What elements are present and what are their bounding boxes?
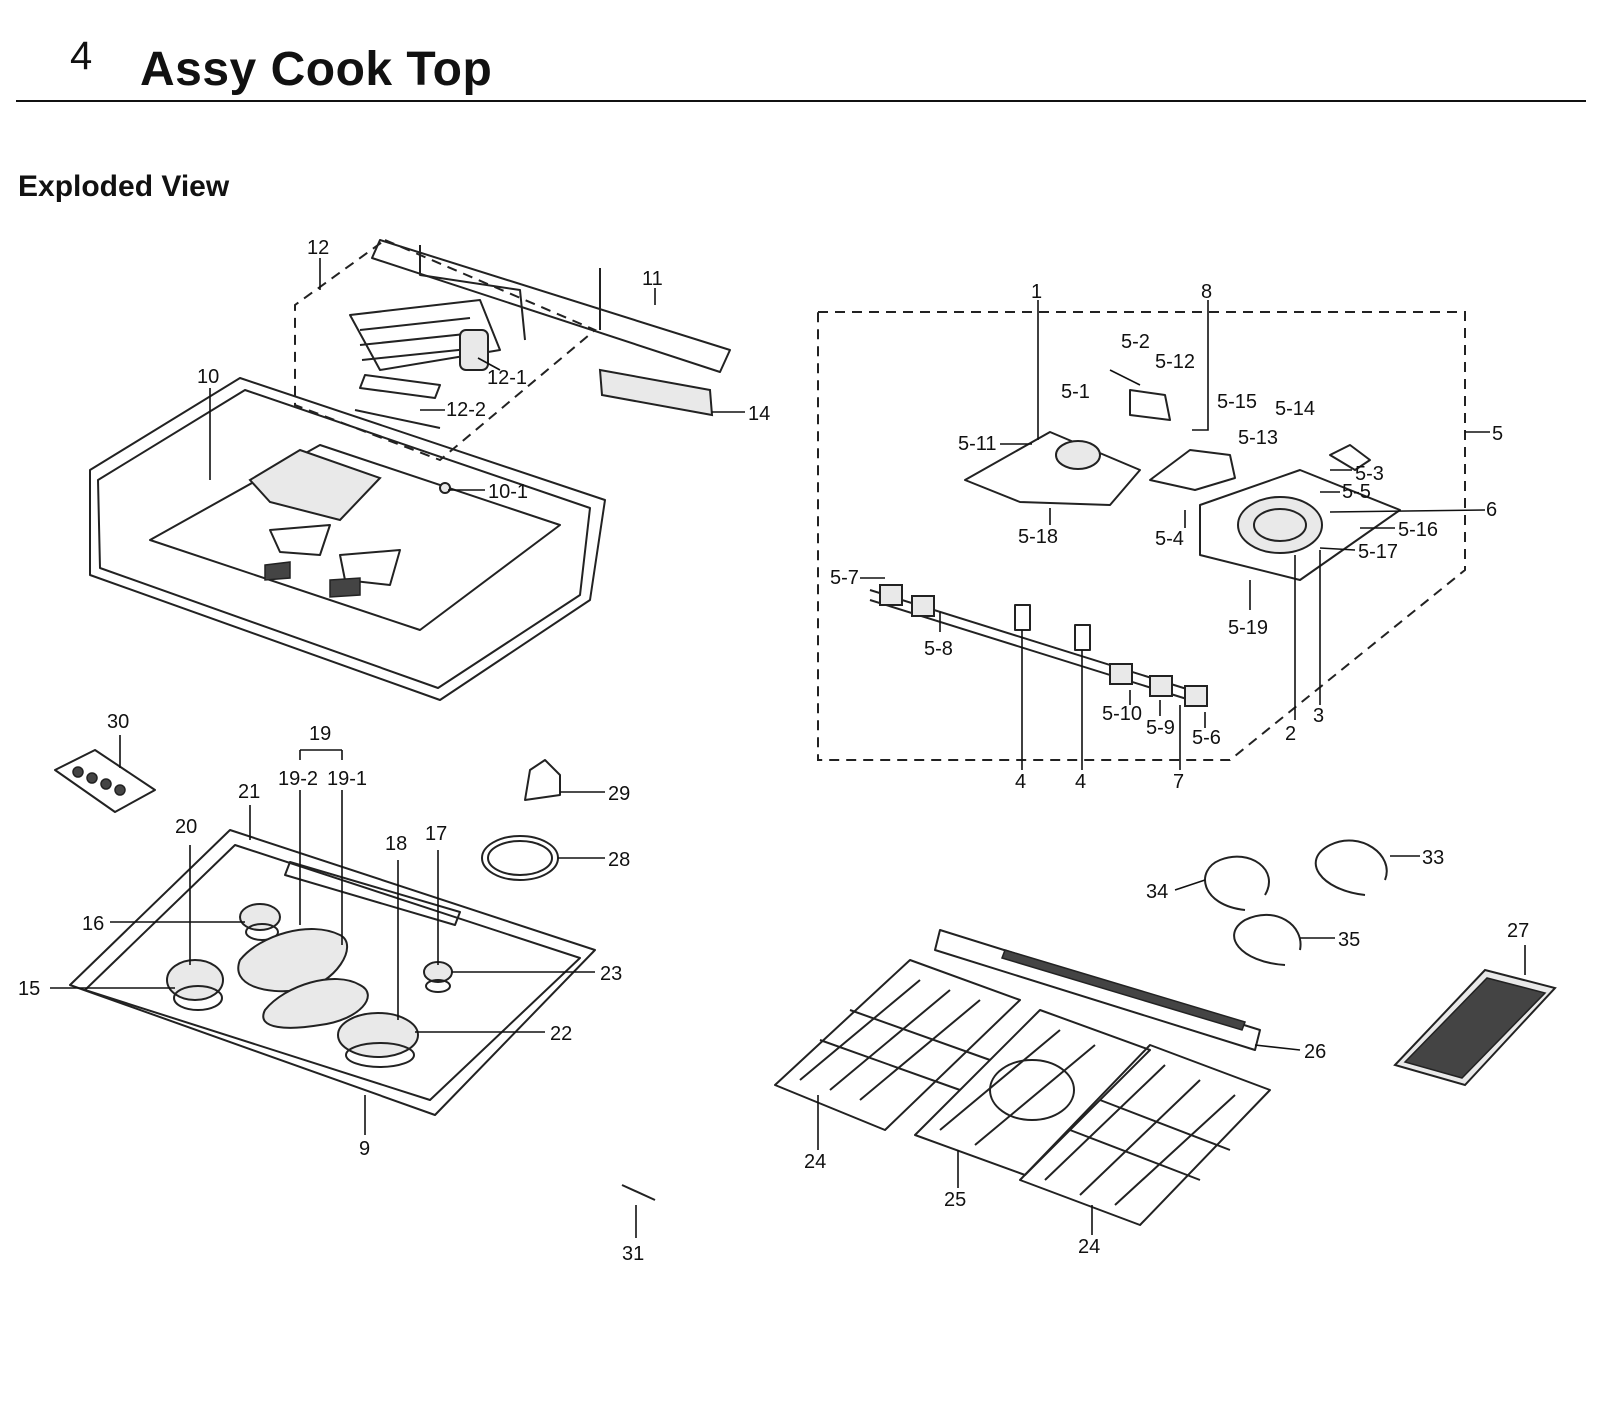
callout-6: 6 <box>1486 499 1497 521</box>
callout-17: 17 <box>425 823 447 845</box>
callout-29: 29 <box>608 783 630 805</box>
leader-lines <box>50 258 1526 1238</box>
callout-8: 8 <box>1201 281 1212 303</box>
part-24-grate-right <box>1019 1044 1271 1226</box>
callout-12-1: 12-1 <box>487 367 527 389</box>
callout-5-8: 5-8 <box>924 638 953 660</box>
callout-3: 3 <box>1313 705 1324 727</box>
callout-33: 33 <box>1422 847 1444 869</box>
page-title: Assy Cook Top <box>140 43 493 96</box>
callout-5-16: 5-16 <box>1398 519 1438 541</box>
callout-2: 2 <box>1285 723 1296 745</box>
callout-25: 25 <box>944 1189 966 1211</box>
part-27-griddle <box>1393 968 1557 1087</box>
callout-5-6: 5-6 <box>1192 727 1221 749</box>
callout-24-right: 24 <box>1078 1236 1100 1258</box>
callout-21: 21 <box>238 781 260 803</box>
callout-5-14: 5-14 <box>1275 398 1315 420</box>
section-title: Exploded View <box>18 170 230 203</box>
part-25-grate-center <box>914 1009 1151 1176</box>
callout-7: 7 <box>1173 771 1184 793</box>
callout-5-5: 5-5 <box>1342 481 1371 503</box>
callout-10: 10 <box>197 366 219 388</box>
part-12-valve-assembly-group <box>294 238 731 462</box>
part-29-clip <box>524 759 561 801</box>
callout-5-2: 5-2 <box>1121 331 1150 353</box>
part-30-knob-set <box>54 749 156 813</box>
callout-28: 28 <box>608 849 630 871</box>
callout-5-10: 5-10 <box>1102 703 1142 725</box>
callout-12: 12 <box>307 237 329 259</box>
callout-5-15: 5-15 <box>1217 391 1257 413</box>
part-31-screw <box>621 1184 656 1201</box>
callout-5-4: 5-4 <box>1155 528 1184 550</box>
callout-30: 30 <box>107 711 129 733</box>
header-divider <box>16 100 1586 102</box>
part-28-burner-ring <box>481 835 559 881</box>
part-26-trim-strip <box>934 929 1261 1051</box>
callout-1: 1 <box>1031 281 1042 303</box>
callout-22: 22 <box>550 1023 572 1045</box>
callout-5-3: 5-3 <box>1355 463 1384 485</box>
callout-24-left: 24 <box>804 1151 826 1173</box>
callout-16: 16 <box>82 913 104 935</box>
callout-19-2: 19-2 <box>278 768 318 790</box>
callout-14: 14 <box>748 403 770 425</box>
callout-5-11: 5-11 <box>958 433 997 455</box>
callout-19-1: 19-1 <box>327 768 367 790</box>
callout-27: 27 <box>1507 920 1529 942</box>
callout-5-9: 5-9 <box>1146 717 1175 739</box>
callout-15: 15 <box>18 978 40 1000</box>
callout-4-right: 4 <box>1075 771 1086 793</box>
part-24-grate-left <box>774 959 1021 1131</box>
callout-5-18: 5-18 <box>1018 526 1058 548</box>
part-10-cooktop-pan <box>89 377 606 701</box>
callout-5-19: 5-19 <box>1228 617 1268 639</box>
part-14-bracket <box>598 368 714 417</box>
callout-11: 11 <box>642 268 663 290</box>
callout-5-7: 5-7 <box>830 567 859 589</box>
part-33-igniter-wire <box>1314 839 1388 896</box>
callout-5: 5 <box>1492 423 1503 445</box>
callout-12-2: 12-2 <box>446 399 486 421</box>
callout-26: 26 <box>1304 1041 1326 1063</box>
callout-9: 9 <box>359 1138 370 1160</box>
part-5-manifold-assembly <box>817 311 1466 761</box>
callout-34: 34 <box>1146 881 1168 903</box>
callout-35: 35 <box>1338 929 1360 951</box>
callout-10-1: 10-1 <box>488 481 528 503</box>
part-34-igniter-wire <box>1204 855 1270 911</box>
callout-5-12: 5-12 <box>1155 351 1195 373</box>
callout-5-17: 5-17 <box>1358 541 1398 563</box>
callout-4-left: 4 <box>1015 771 1026 793</box>
section-number: 4 <box>70 34 93 78</box>
callout-5-13: 5-13 <box>1238 427 1278 449</box>
part-35-igniter-wire <box>1233 913 1302 966</box>
callout-23: 23 <box>600 963 622 985</box>
callout-18: 18 <box>385 833 407 855</box>
callout-labels: 12 11 12-1 12-2 14 10 10-1 1 8 5-2 5-12 … <box>18 237 1529 1265</box>
callout-19: 19 <box>309 723 331 745</box>
part-9-cooktop <box>69 829 596 1116</box>
callout-31: 31 <box>622 1243 644 1265</box>
callout-5-1: 5-1 <box>1061 381 1090 403</box>
callout-20: 20 <box>175 816 197 838</box>
